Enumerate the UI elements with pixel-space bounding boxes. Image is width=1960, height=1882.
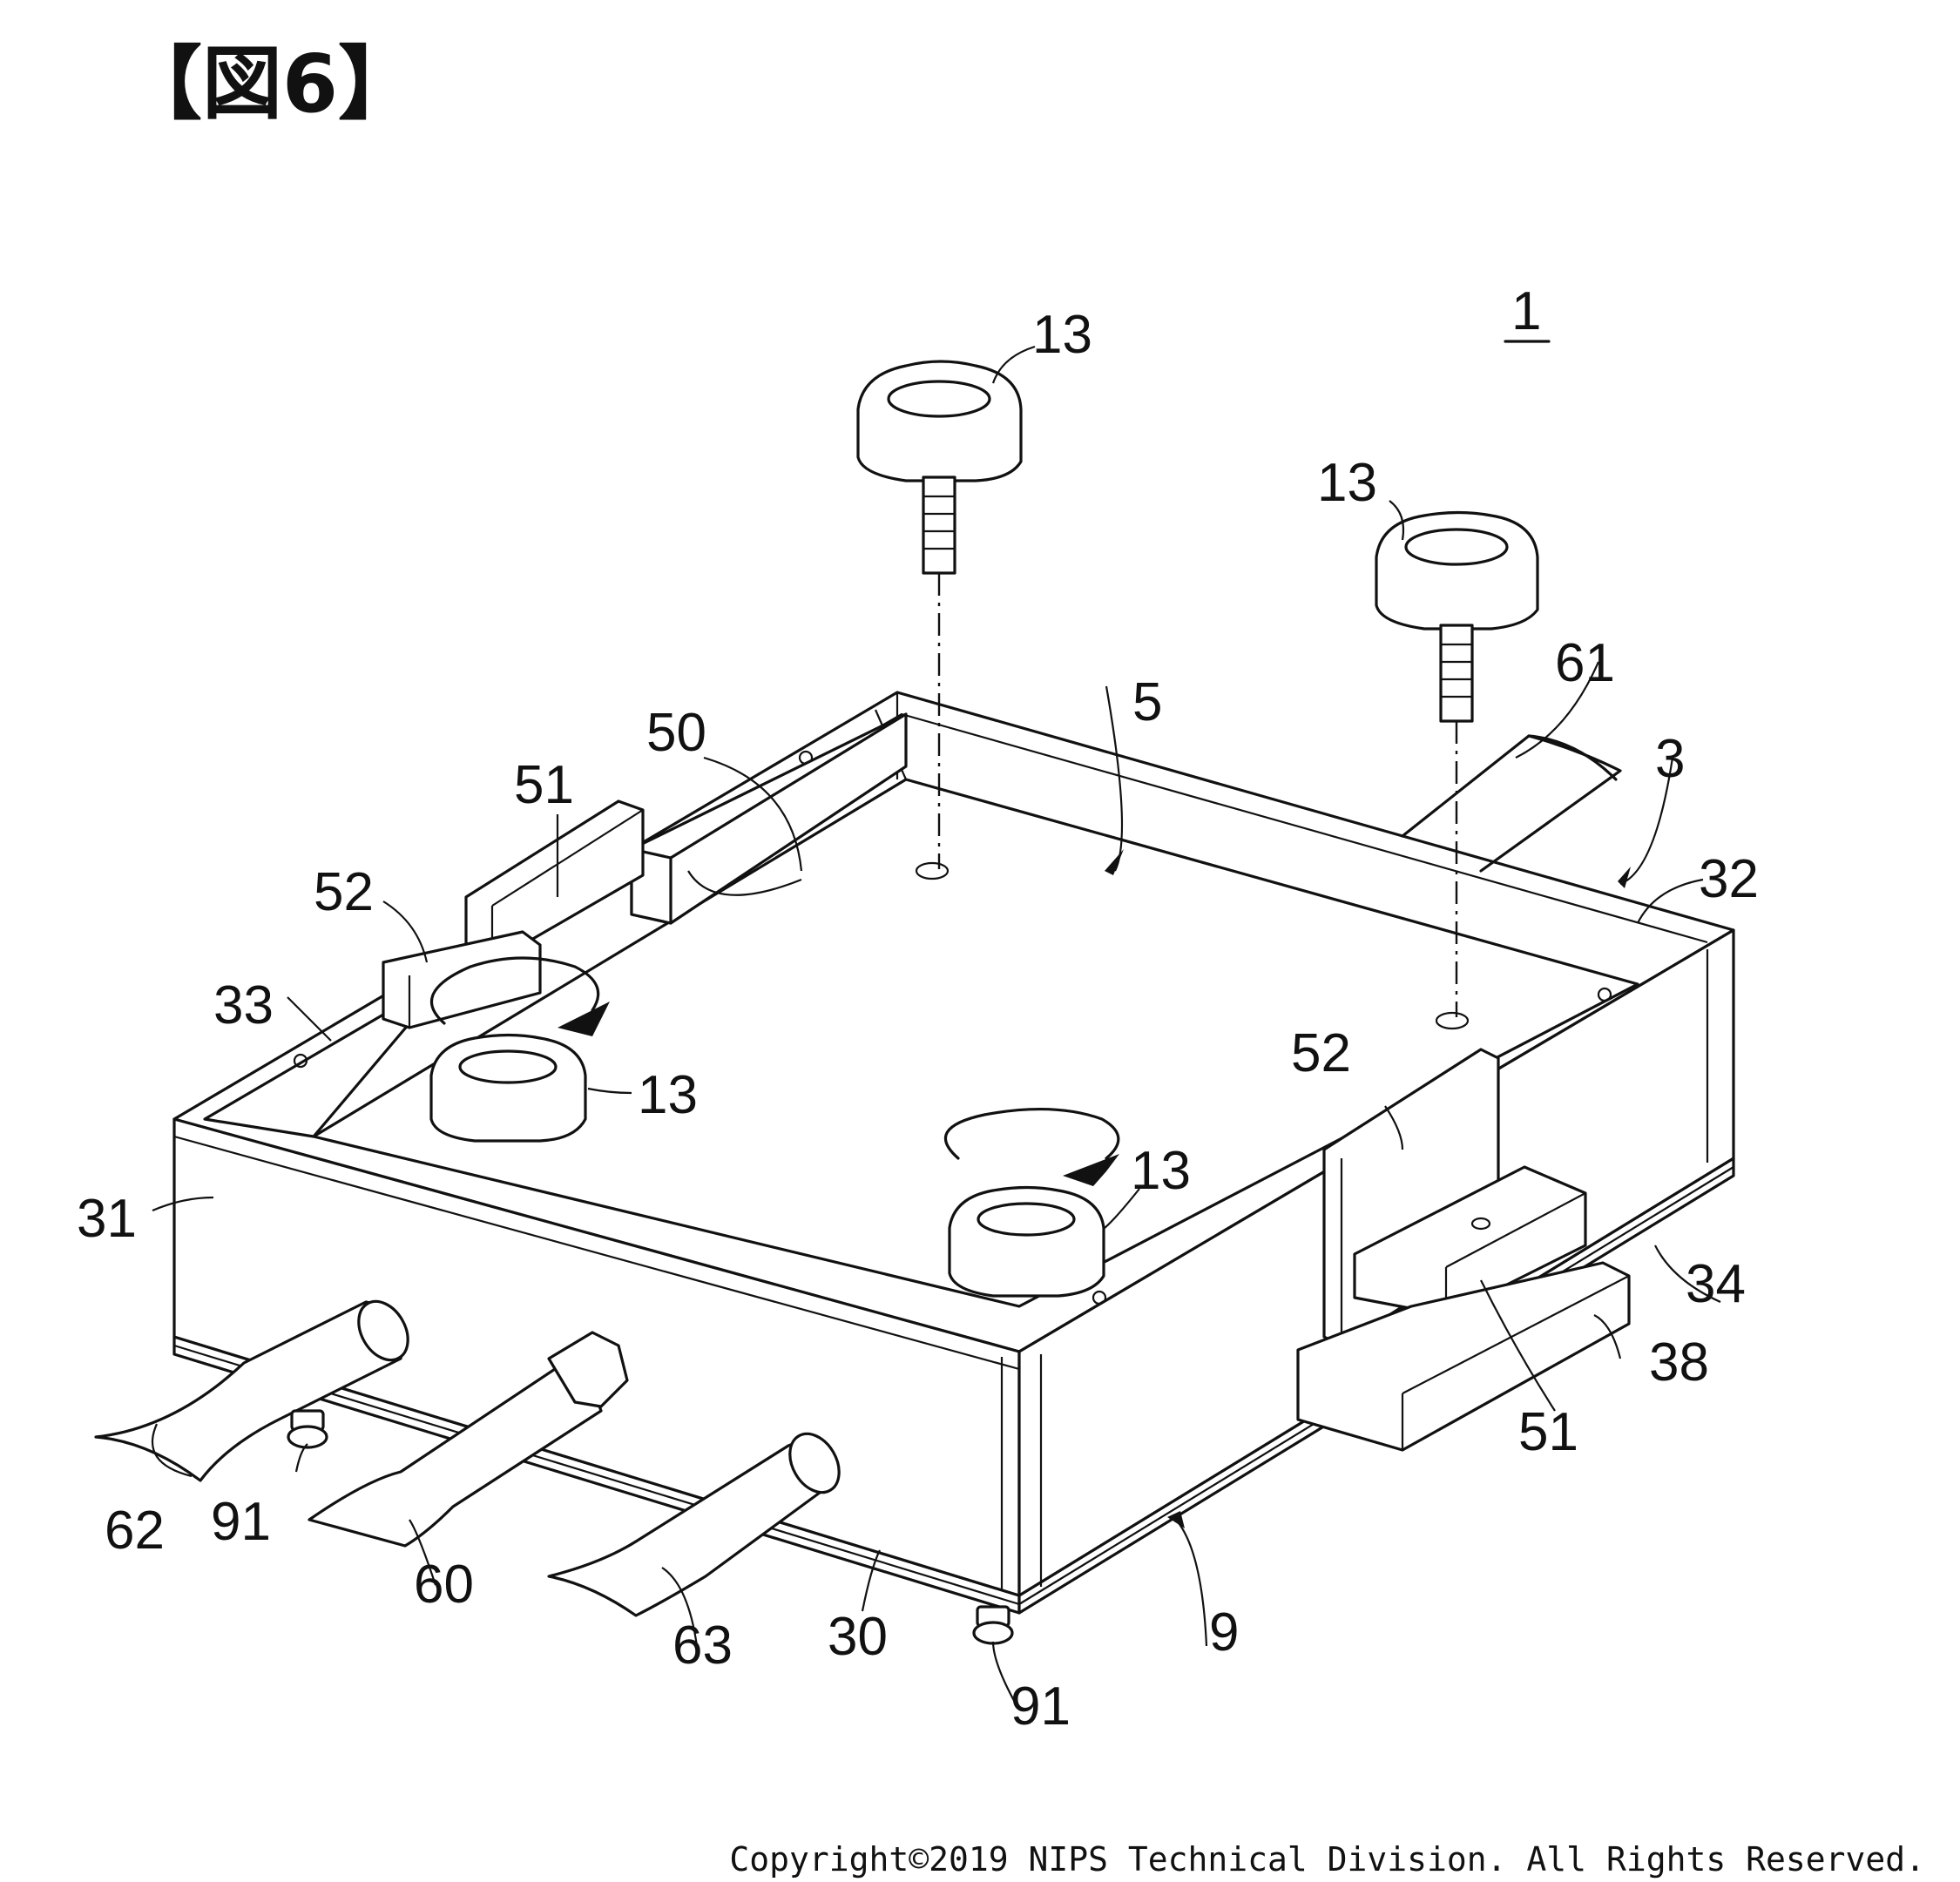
label-hose-61: 61 (1555, 633, 1615, 693)
block-38 (1296, 1261, 1631, 1452)
label-plate-51-right: 51 (1518, 1402, 1578, 1462)
foot-91-right (972, 1605, 1014, 1645)
label-plate-51-left: 51 (514, 755, 574, 815)
label-block-50: 50 (646, 703, 706, 763)
label-base-30: 30 (828, 1607, 888, 1667)
hose-60 (308, 1331, 629, 1548)
hose-62 (94, 1299, 409, 1482)
label-bracket-52-left: 52 (314, 862, 374, 922)
hose-63 (547, 1432, 841, 1617)
label-base-9: 9 (1209, 1602, 1239, 1663)
label-block-38: 38 (1649, 1332, 1709, 1393)
knob-front-left (429, 956, 610, 1143)
label-hose-62: 62 (105, 1501, 165, 1561)
foot-91-left (287, 1409, 328, 1449)
label-frame: 3 (1655, 729, 1685, 789)
label-cover: 5 (1132, 672, 1162, 732)
figure-title: 【図6】 (122, 37, 418, 131)
label-hose-63: 63 (672, 1616, 733, 1676)
label-knob-top-right: 13 (1317, 453, 1377, 513)
hose-61 (1401, 734, 1622, 873)
label-knob-front-right: 13 (1131, 1141, 1191, 1201)
label-hose-60: 60 (414, 1555, 474, 1615)
label-wall-33: 33 (213, 975, 274, 1035)
label-wall-31: 31 (77, 1189, 137, 1249)
bracket-52-left (382, 930, 542, 1029)
knob-front-right (943, 1107, 1120, 1298)
label-knob-front-left: 13 (638, 1065, 698, 1125)
label-foot-91-left: 91 (211, 1492, 271, 1552)
copyright-notice: Copyright©2019 NIPS Technical Division. … (729, 1840, 1925, 1879)
label-foot-91-right: 91 (1010, 1676, 1071, 1737)
label-knob-top-left: 13 (1032, 305, 1092, 365)
part-labels: 13 13 13 13 5 3 32 33 31 34 50 51 51 52 … (77, 305, 1759, 1737)
reference-number: 1 (1504, 281, 1551, 343)
leader-lines (152, 345, 1721, 1708)
knob-top-right (1375, 510, 1539, 1017)
label-wall-34: 34 (1686, 1254, 1746, 1314)
label-wall-32: 32 (1699, 849, 1759, 909)
knob-top-left (856, 360, 1023, 869)
block-51-right (1353, 1165, 1587, 1317)
label-bracket-52-right: 52 (1291, 1023, 1351, 1083)
reference-number-text: 1 (1511, 281, 1541, 341)
